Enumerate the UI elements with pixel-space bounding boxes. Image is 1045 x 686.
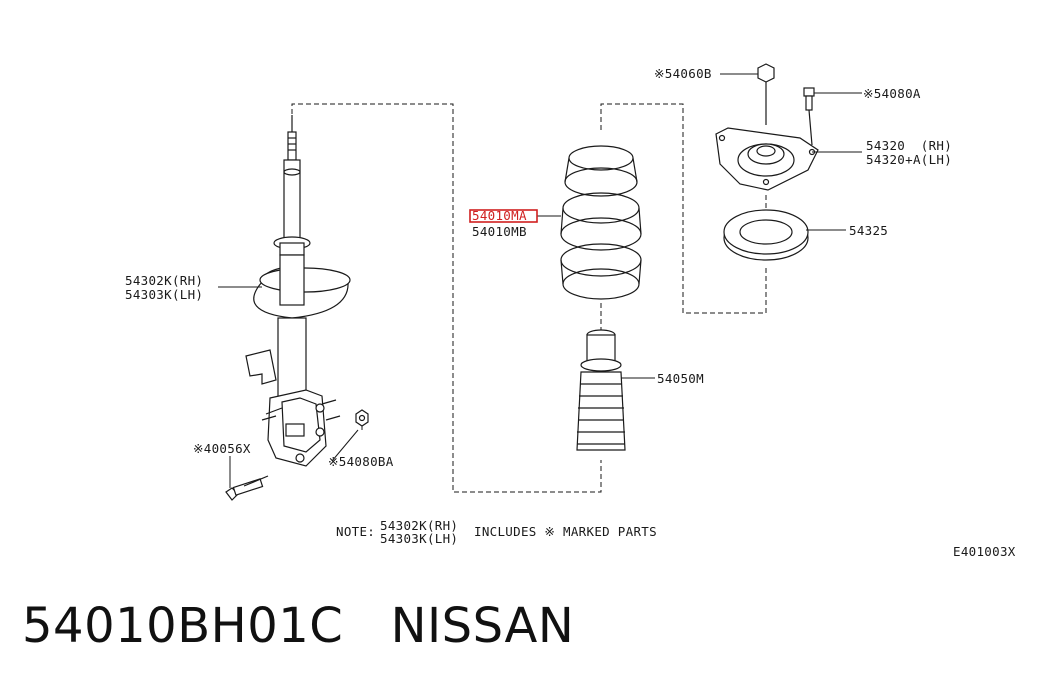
label-bolt-54080a: ※54080A [863, 86, 921, 101]
note-lh: 54303K(LH) [380, 531, 458, 546]
highlight-box [469, 209, 538, 223]
label-nut-54080ba: ※54080BA [328, 454, 394, 469]
label-bearing: 54325 [849, 223, 888, 238]
label-spring-mb: 54010MB [472, 224, 527, 239]
coil-spring [560, 145, 642, 300]
note-prefix: NOTE: [336, 524, 375, 539]
drawing-code: E401003X [953, 544, 1016, 559]
bolt-54080a [803, 87, 815, 146]
bump-stopper [576, 329, 626, 451]
leader-lines [218, 73, 862, 488]
bolt-40056x [225, 475, 269, 501]
mount-bearing [723, 209, 809, 261]
label-bolt-40056x: ※40056X [193, 441, 251, 456]
note-rh: 54302K(RH) [380, 518, 458, 533]
assembly-guide-lines [291, 103, 767, 493]
strut-mount [715, 127, 819, 191]
part-labels: 54302K(RH) 54303K(LH) ※40056X ※54080BA 5… [125, 66, 952, 469]
strut-assembly [245, 115, 351, 467]
nut-54060b [757, 63, 775, 125]
label-bumper: 54050M [657, 371, 704, 386]
note-suffix: INCLUDES ※ MARKED PARTS [474, 524, 657, 539]
nut-54080ba [355, 409, 369, 427]
label-mount-rh: 54320 (RH) [866, 138, 952, 153]
label-spring-ma: 54010MA [472, 208, 527, 223]
label-strut-lh: 54303K(LH) [125, 287, 203, 302]
label-mount-lh: 54320+A(LH) [866, 152, 952, 167]
label-nut-54060b: ※54060B [654, 66, 712, 81]
note: NOTE: 54302K(RH) 54303K(LH) INCLUDES ※ M… [336, 518, 657, 546]
label-strut-rh: 54302K(RH) [125, 273, 203, 288]
part-number-caption: 54010BH01C NISSAN [22, 598, 575, 654]
